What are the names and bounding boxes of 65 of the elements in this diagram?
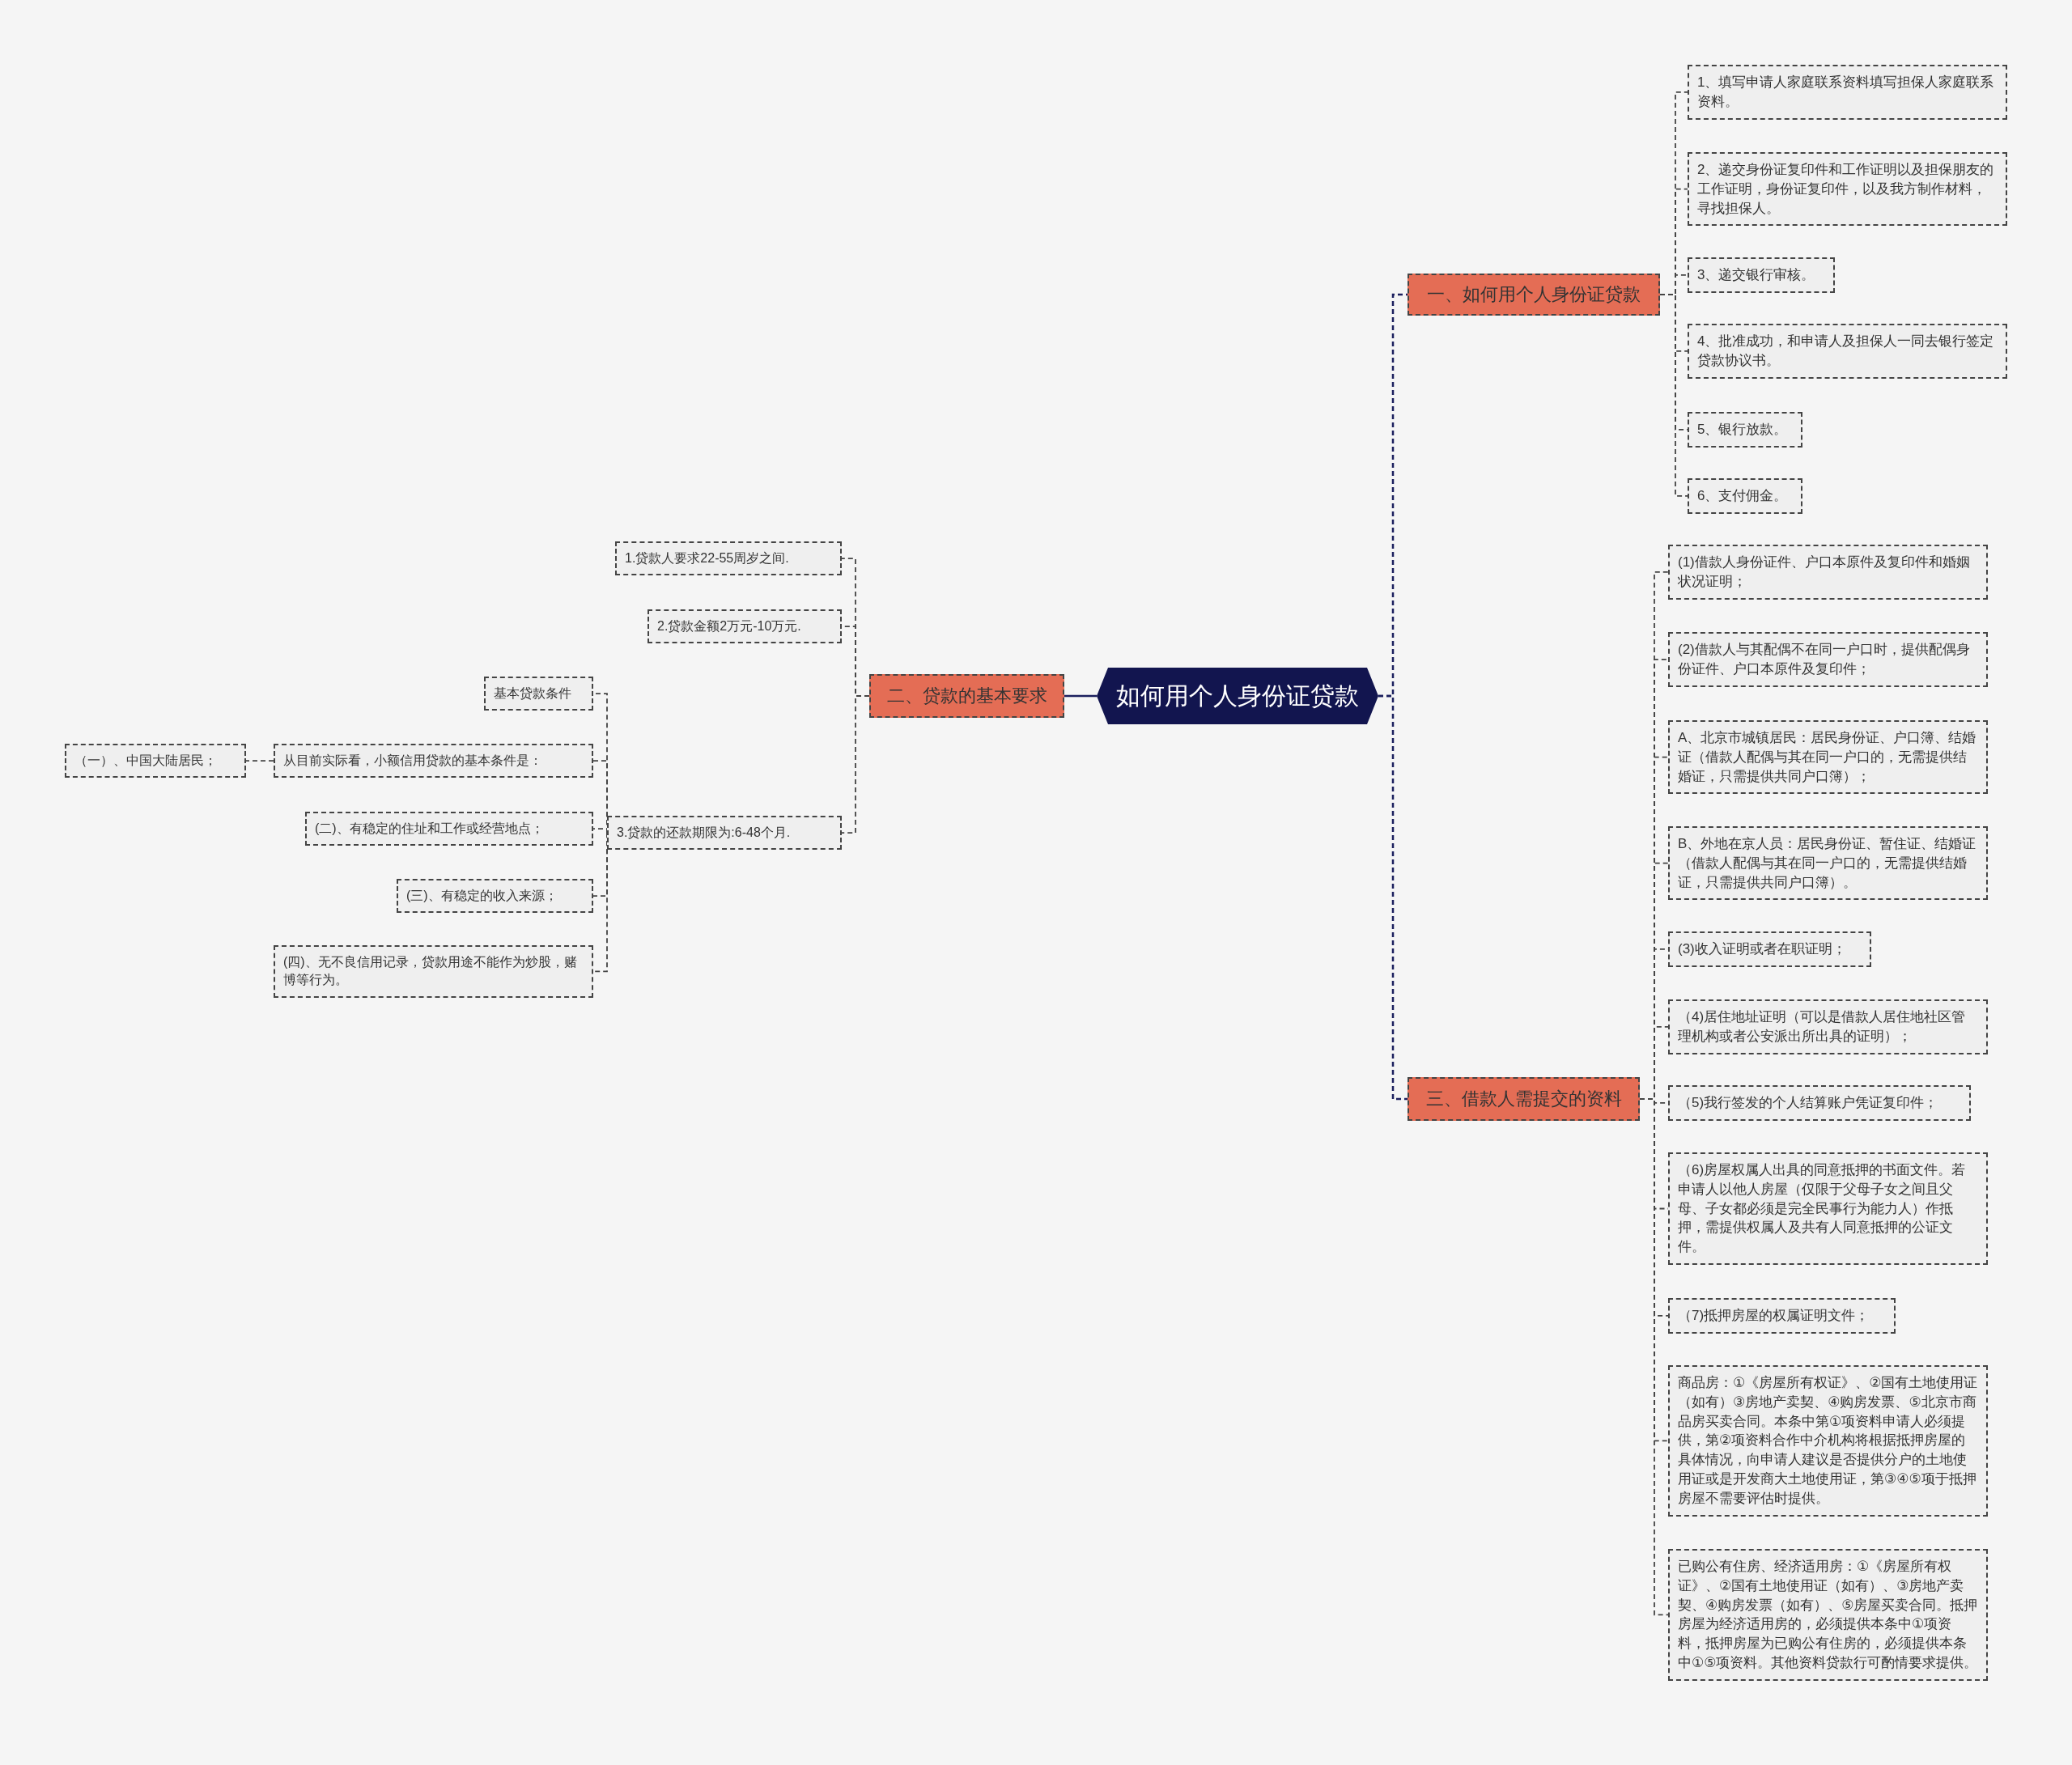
subtopic-box (615, 541, 842, 576)
subtopic-text: （一）、中国大陆居民； (74, 753, 217, 767)
subtopic-text: 4、批准成功，和申请人及担保人一同去银行签定贷款协议书。 (1697, 333, 1994, 368)
subtopic-text: (3)收入证明或者在职证明； (1678, 941, 1846, 957)
subtopic-text: （4)居住地址证明（可以是借款人居住地社区管理机构或者公安派出所出具的证明）； (1678, 1009, 1966, 1044)
subtopic-text: 商品房：①《房屋所有权证》、②国有土地使用证（如有）③房地产卖契、④购房发票、⑤北京市商品房买卖合同。本条中第①项资料申请人必须提供，第②项资料合作中介机构将根据抵押房屋的具体情况，向申请人建议是否提供分户的土地使用证或是开发商大土地使用证，第③④⑤项于抵押房屋不需要评估时提供。 (1678, 1375, 1978, 1506)
subtopic-text: (二)、有稳定的住址和工作或经营地点； (315, 821, 544, 835)
subtopic-box (1688, 257, 1835, 293)
connector-line (1378, 694, 1408, 1101)
branch-topic-box (1408, 274, 1660, 316)
subtopic-text: (2)借款人与其配偶不在同一户口时，提供配偶身份证件、户口本原件及复印件； (1678, 642, 1970, 677)
subtopic-text: 基本贷款条件 (494, 686, 571, 700)
subtopic-box (274, 945, 593, 998)
branch-topic-text: 三、借款人需提交的资料 (1425, 1088, 1622, 1110)
subtopic-box (305, 812, 593, 846)
subtopic-box (1668, 1152, 1988, 1265)
subtopic-box (1688, 324, 2007, 379)
subtopic-box (1668, 1549, 1988, 1681)
connector-line (1659, 294, 1688, 497)
subtopic-text: 3.贷款的还款期限为:6-48个月. (617, 825, 791, 839)
branch-topic-text: 二、贷款的基本要求 (886, 685, 1047, 707)
subtopic-text: 1.贷款人要求22-55周岁之间. (625, 551, 789, 565)
subtopic-text: （6)房屋权属人出具的同意抵押的书面文件。若申请人以他人房屋（仅限于父母子女之间且父母、子女都必须是完全民事行为能力人）作抵押，需提供权属人及共有人同意抵押的公证文件。 (1678, 1162, 1966, 1255)
subtopic-box (484, 677, 593, 711)
connector-line (1064, 694, 1097, 698)
subtopic-text: 1、填写申请人家庭联系资料填写担保人家庭联系资料。 (1697, 74, 1994, 109)
central-topic-text: 如何用个人身份证贷款 (1116, 681, 1359, 711)
subtopic-box (1668, 1085, 1971, 1121)
branch-topic-box (1408, 1077, 1640, 1121)
subtopic-box (65, 744, 246, 779)
subtopic-text: 已购公有住房、经济适用房：①《房屋所有权证》、②国有土地使用证（如有）、③房地产卖契、④购房发票（如有）、⑤房屋买卖合同。抵押房屋为经济适用房的，必须提供本条中①项资料，抵押房屋为已购公有住房的，必须提供本条中①⑤项资料。其他资料贷款行可酌情要求提供。 (1678, 1559, 1978, 1670)
subtopic-box (1688, 478, 1802, 514)
subtopic-text: （5)我行签发的个人结算账户凭证复印件； (1678, 1095, 1938, 1110)
subtopic-text: 3、递交银行审核。 (1697, 267, 1815, 282)
connector-line (841, 695, 870, 834)
subtopic-box (274, 744, 593, 779)
subtopic-box (1668, 720, 1988, 795)
subtopic-box (1668, 1365, 1988, 1517)
subtopic-box (1668, 632, 1988, 687)
subtopic-text: A、北京市城镇居民：居民身份证、户口簿、结婚证（借款人配偶与其在同一户口的，无需提供结婚证，只需提供共同户口簿）； (1678, 730, 1976, 784)
subtopic-box (1668, 826, 1988, 901)
subtopic-box (1668, 931, 1871, 967)
subtopic-box (648, 609, 842, 644)
subtopic-text: 从目前实际看，小额信用贷款的基本条件是： (283, 753, 542, 767)
subtopic-text: (四)、无不良信用记录，贷款用途不能作为炒股，赌博等行为。 (283, 955, 577, 987)
subtopic-text: 2.贷款金额2万元-10万元. (657, 619, 801, 633)
subtopic-box (1668, 1298, 1896, 1334)
subtopic-text: (1)借款人身份证件、户口本原件及复印件和婚姻状况证明； (1678, 554, 1970, 589)
subtopic-box (397, 879, 593, 914)
subtopic-box (1688, 412, 1802, 448)
subtopic-box (607, 816, 842, 851)
subtopic-box (1668, 545, 1988, 600)
subtopic-text: B、外地在京人员：居民身份证、暂住证、结婚证（借款人配偶与其在同一户口的，无需提供结婚证，只需提供共同户口簿）。 (1678, 836, 1976, 890)
subtopic-text: 2、递交身份证复印件和工作证明以及担保朋友的工作证明，身份证复印件，以及我方制作材料，寻找担保人。 (1697, 162, 1994, 216)
subtopic-text: 6、支付佣金。 (1697, 488, 1788, 503)
connector-line (245, 760, 274, 762)
subtopic-box (1688, 65, 2007, 120)
subtopic-box (1668, 999, 1988, 1054)
subtopic-text: (三)、有稳定的收入来源； (406, 889, 558, 902)
subtopic-box (1688, 152, 2007, 227)
branch-topic-box (869, 674, 1064, 718)
central-topic-node (1097, 668, 1378, 724)
branch-topic-text: 一、如何用个人身份证贷款 (1427, 283, 1641, 306)
subtopic-text: （7)抵押房屋的权属证明文件； (1678, 1308, 1870, 1323)
subtopic-text: 5、银行放款。 (1697, 422, 1788, 437)
